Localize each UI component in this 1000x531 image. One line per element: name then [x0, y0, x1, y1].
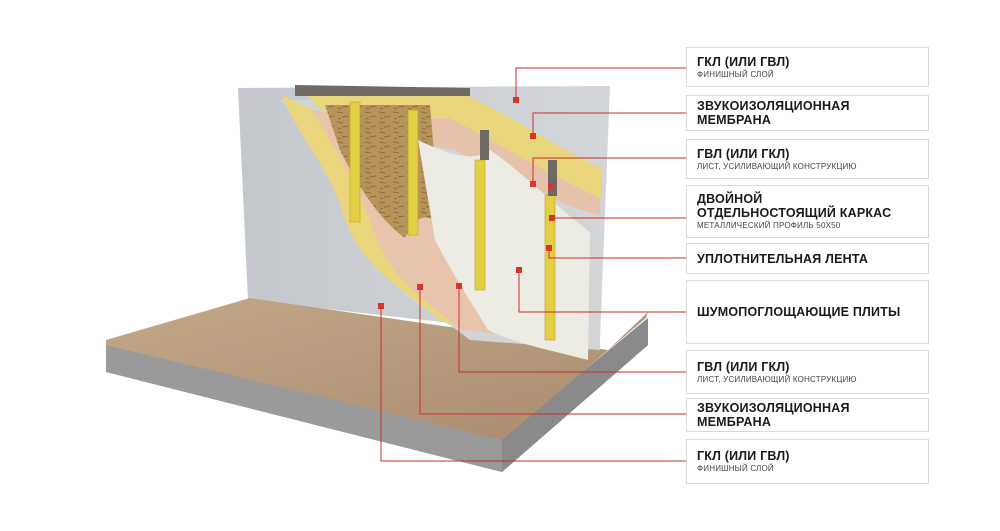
- label-title: ЗВУКОИЗОЛЯЦИОННАЯ МЕМБРАНА: [697, 99, 850, 127]
- marker-dot-1: [513, 97, 519, 103]
- label-finishing-gkl-top: ГКЛ (ИЛИ ГВЛ) ФИНИШНЫЙ СЛОЙ: [686, 47, 929, 87]
- marker-dot-8: [417, 284, 423, 290]
- label-subtitle: МЕТАЛЛИЧЕСКИЙ ПРОФИЛЬ 50Х50: [697, 221, 841, 230]
- top-guide-rail: [295, 85, 470, 96]
- label-title: ГКЛ (ИЛИ ГВЛ): [697, 449, 790, 463]
- leader-line-3: [532, 157, 686, 184]
- leader-line-6: [518, 270, 686, 313]
- label-title: ШУМОПОГЛОЩАЮЩИЕ ПЛИТЫ: [697, 305, 901, 319]
- slab-front-face: [106, 345, 502, 472]
- leader-line-5: [548, 248, 686, 259]
- label-sound-membrane-bottom: ЗВУКОИЗОЛЯЦИОННАЯ МЕМБРАНА: [686, 398, 929, 432]
- label-subtitle: ФИНИШНЫЙ СЛОЙ: [697, 464, 774, 473]
- sound-membrane-layer: [282, 95, 470, 330]
- slab-side-face: [502, 318, 648, 472]
- marker-dot-7: [456, 283, 462, 289]
- label-title: ГВЛ (ИЛИ ГКЛ): [697, 359, 790, 374]
- sound-membrane-top: [305, 92, 602, 200]
- label-sealing-tape: УПЛОТНИТЕЛЬНАЯ ЛЕНТА: [686, 243, 929, 274]
- label-double-frame: ДВОЙНОЙ ОТДЕЛЬНОСТОЯЩИЙ КАРКАС МЕТАЛЛИЧЕ…: [686, 185, 929, 238]
- metal-profiles: [349, 101, 556, 341]
- marker-dot-5: [546, 245, 552, 251]
- leader-line-7: [458, 286, 686, 373]
- marker-dot-3b: [548, 183, 554, 189]
- marker-dot-2: [530, 133, 536, 139]
- label-subtitle: ФИНИШНЫЙ СЛОЙ: [697, 69, 774, 79]
- label-title: УПЛОТНИТЕЛЬНАЯ ЛЕНТА: [697, 251, 869, 266]
- leader-lines: [380, 67, 686, 462]
- label-title: ДВОЙНОЙ ОТДЕЛЬНОСТОЯЩИЙ КАРКАС: [697, 192, 892, 220]
- marker-dot-4: [549, 215, 555, 221]
- leader-line-1: [515, 67, 686, 100]
- label-absorbing-boards: ШУМОПОГЛОЩАЮЩИЕ ПЛИТЫ: [686, 280, 929, 344]
- label-title: ГКЛ (ИЛИ ГВЛ): [697, 54, 790, 69]
- label-reinforcing-gvl-bottom: ГВЛ (ИЛИ ГКЛ) ЛИСТ, УСИЛИВАЮЩИЙ КОНСТРУК…: [686, 350, 929, 394]
- label-sound-membrane-top: ЗВУКОИЗОЛЯЦИОННАЯ МЕМБРАНА: [686, 95, 929, 131]
- wood-floor: [106, 298, 648, 440]
- profile-caps: [480, 130, 557, 196]
- label-title: ЗВУКОИЗОЛЯЦИОННАЯ МЕМБРАНА: [697, 401, 850, 429]
- marker-dots: [378, 97, 555, 309]
- leader-line-2: [532, 112, 686, 136]
- marker-dot-6: [516, 267, 522, 273]
- label-subtitle: ЛИСТ, УСИЛИВАЮЩИЙ КОНСТРУКЦИЮ: [697, 161, 857, 171]
- label-finishing-gkl-bottom: ГКЛ (ИЛИ ГВЛ) ФИНИШНЫЙ СЛОЙ: [686, 439, 929, 484]
- leader-line-9: [380, 306, 686, 462]
- label-subtitle: ЛИСТ, УСИЛИВАЮЩИЙ КОНСТРУКЦИЮ: [697, 374, 857, 384]
- label-title: ГВЛ (ИЛИ ГКЛ): [697, 146, 790, 161]
- marker-dot-9: [378, 303, 384, 309]
- leader-line-8: [419, 287, 686, 415]
- marker-dot-3: [530, 181, 536, 187]
- label-reinforcing-gvl-top: ГВЛ (ИЛИ ГКЛ) ЛИСТ, УСИЛИВАЮЩИЙ КОНСТРУК…: [686, 139, 929, 179]
